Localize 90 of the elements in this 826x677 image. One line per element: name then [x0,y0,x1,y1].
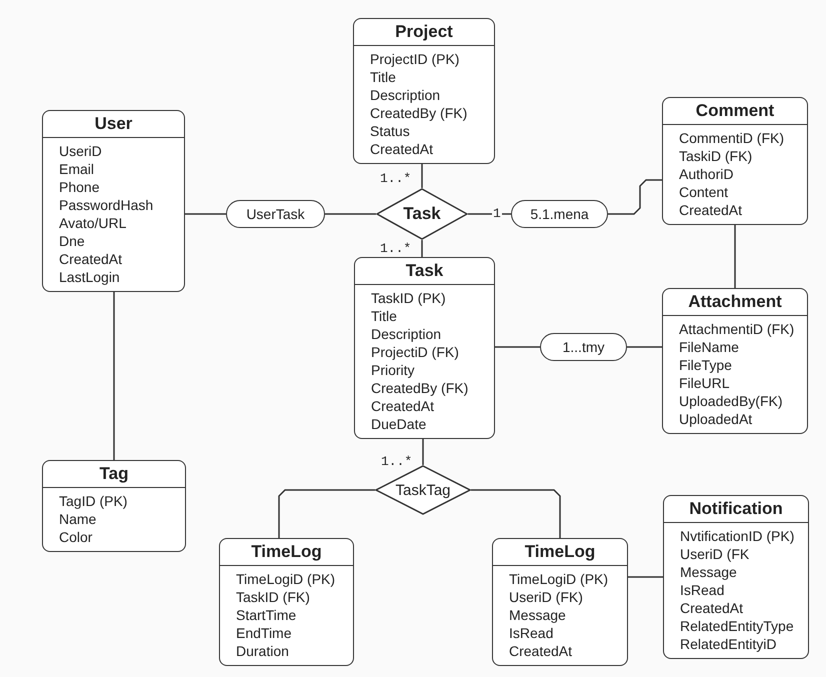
relationship-pill: UserTask [226,200,325,228]
attribute: TagID (PK) [59,492,128,510]
attribute: ProjectID (PK) [370,50,460,68]
connector-line [422,439,424,465]
attribute: CreatedAt [679,201,744,219]
relationship-pill: 1...tmy [540,333,627,361]
attribute: IsRead [509,624,554,642]
attribute: UploadedBy(FK) [679,392,784,410]
connector-line [627,346,662,348]
attribute: Priority [371,361,416,379]
attribute: PasswordHash [59,196,154,214]
attribute: AttachmentiD (FK) [679,320,796,338]
entity-table [219,538,354,666]
entity-name: TimeLog [220,539,353,566]
entity-table [42,460,186,552]
attribute: RelatedEntityType [680,617,795,635]
entity-table [662,97,808,225]
attribute: TaskiD (FK) [679,147,754,165]
connector-line [113,292,115,460]
attribute: FileName [679,338,740,356]
entity-table [662,288,808,434]
attribute: EndTime [236,624,293,642]
connector-line [468,213,511,215]
attribute: UseriD [59,142,103,160]
entity-name: Notification [664,496,808,523]
entity-name: Task [355,258,494,285]
connector-line [421,164,423,188]
attribute: TaskID (FK) [236,588,311,606]
attribute: CreatedAt [680,599,744,617]
entity-table [42,110,185,292]
attribute: IsRead [680,581,726,599]
attribute: Name [59,510,98,528]
attribute: DueDate [371,415,428,433]
entity-name: Project [354,19,494,46]
attribute: Status [370,122,411,140]
attribute: CreatedBy (FK) [370,104,468,122]
entity-name: Comment [663,98,807,125]
entity-table [353,18,495,164]
attribute: FileType [679,356,733,374]
attribute: Description [371,325,442,343]
connector-line [471,489,561,538]
attribute: Email [59,160,96,178]
attribute: StartTime [236,606,298,624]
attribute: TaskID (PK) [371,289,447,307]
attribute: CreatedBy (FK) [371,379,470,397]
attribute: LastLogin [59,268,121,286]
attribute: Message [680,563,738,581]
attribute: UseriD (FK) [509,588,584,606]
relationship-diamond: Task [376,188,468,240]
relationship-diamond: TaskTag [375,465,471,515]
attribute: ProjectiD (FK) [371,343,460,361]
entity-table [492,538,628,666]
attribute: Dne [59,232,86,250]
attribute: RelatedEntityiD [680,635,778,653]
attribute: CreatedAt [59,250,124,268]
attribute: Content [679,183,730,201]
attribute: Color [59,528,94,546]
relationship-pill: 5.1.mena [511,200,608,228]
attribute: AuthoriD [679,165,734,183]
attribute: CommentiD (FK) [679,129,786,147]
connector-line [628,576,663,578]
attribute: NvtificationID (PK) [680,527,796,545]
entity-name: Attachment [663,289,807,316]
connector-line [495,346,540,348]
connector-line [734,225,736,288]
attribute: UseriD (FK [680,545,750,563]
entity-table [354,257,495,439]
attribute: CreatedAt [509,642,574,660]
connector-line [421,240,423,257]
attribute: Title [370,68,397,86]
connector-line [185,213,226,215]
attribute: Phone [59,178,100,196]
attribute: Title [371,307,398,325]
attribute: Avato/URL [59,214,128,232]
attribute: TimeLogiD (PK) [236,570,336,588]
entity-name: Tag [43,461,185,488]
attribute: Description [370,86,442,104]
attribute: FileURL [679,374,731,392]
attribute: CreatedAt [370,140,434,158]
entity-table [663,495,809,659]
attribute: CreatedAt [371,397,436,415]
attribute: Message [509,606,567,624]
attribute: TimeLogiD (PK) [509,570,610,588]
entity-name: User [43,111,184,138]
attribute: UploadedAt [679,410,754,428]
entity-name: TimeLog [493,539,627,566]
connector-line [608,179,662,215]
connector-line [278,489,375,538]
attribute: Duration [236,642,290,660]
connector-line [325,213,376,215]
